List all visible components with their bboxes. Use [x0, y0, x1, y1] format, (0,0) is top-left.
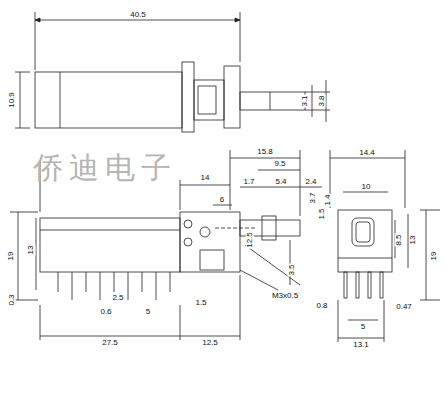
dimension-label: 13 — [409, 235, 417, 246]
dimension-label: 6 — [219, 196, 225, 204]
dimension-label: 3.7 — [309, 191, 317, 204]
dimension-label: 2.5 — [111, 294, 124, 302]
dimension-label: 0.3 — [8, 293, 16, 306]
dimension-label: 13 — [27, 245, 35, 256]
dimension-label: 3.8 — [318, 94, 326, 107]
dimension-label: 15.8 — [256, 148, 274, 156]
dimension-label: 40.5 — [129, 11, 147, 19]
terminal-pin — [86, 272, 87, 292]
terminal-pin — [58, 272, 59, 292]
terminal-pin — [344, 272, 347, 298]
watermark: 侨迪电子 — [32, 153, 178, 183]
dimension-label: 12.5 — [201, 339, 219, 347]
dimension-label: M3x0.5 — [271, 292, 299, 300]
dimension-label: 5.4 — [274, 178, 287, 186]
terminal-pin — [380, 272, 383, 298]
dimension-label: 19 — [7, 251, 15, 262]
dimension-label: 1.5 — [318, 207, 326, 220]
dimension-label: 0.8 — [315, 302, 328, 310]
dimension-label: 1.7 — [242, 178, 255, 186]
dimension-label: 1.4 — [324, 193, 332, 206]
end-view — [330, 150, 440, 342]
dimension-label: 0.47 — [395, 303, 413, 311]
dimension-label: 10.9 — [8, 91, 16, 109]
dimension-label: 5 — [145, 308, 151, 316]
dimension-label: 10 — [361, 183, 372, 191]
terminal-pin — [156, 272, 157, 300]
dimension-label: 14.4 — [358, 149, 376, 157]
terminal-pin — [142, 272, 143, 292]
terminal-pin — [100, 272, 101, 300]
terminal-pin — [368, 272, 371, 298]
terminal-pin — [170, 272, 171, 292]
dimension-label: 0.6 — [99, 308, 112, 316]
dimension-label: 5 — [360, 323, 366, 331]
terminal-pin — [356, 272, 359, 298]
terminal-pin — [72, 272, 73, 300]
dimension-label: 2.4 — [304, 178, 317, 186]
dimension-label: 14 — [200, 174, 211, 182]
terminal-pin — [114, 272, 115, 292]
dimension-label: 27.5 — [101, 339, 119, 347]
terminal-pin — [128, 272, 129, 300]
dimension-label: 19 — [430, 251, 438, 262]
dimension-label: 12.5 — [246, 231, 254, 249]
dimension-label: 9.5 — [273, 160, 286, 168]
dimension-label: 3.1 — [301, 94, 309, 107]
dimension-label: 3.5 — [288, 263, 296, 276]
side-view — [10, 150, 322, 340]
dimension-label: 8.5 — [395, 233, 403, 246]
dimension-label: 1.5 — [194, 299, 207, 307]
dimension-label: 13.1 — [352, 341, 370, 349]
top-view — [15, 12, 330, 132]
